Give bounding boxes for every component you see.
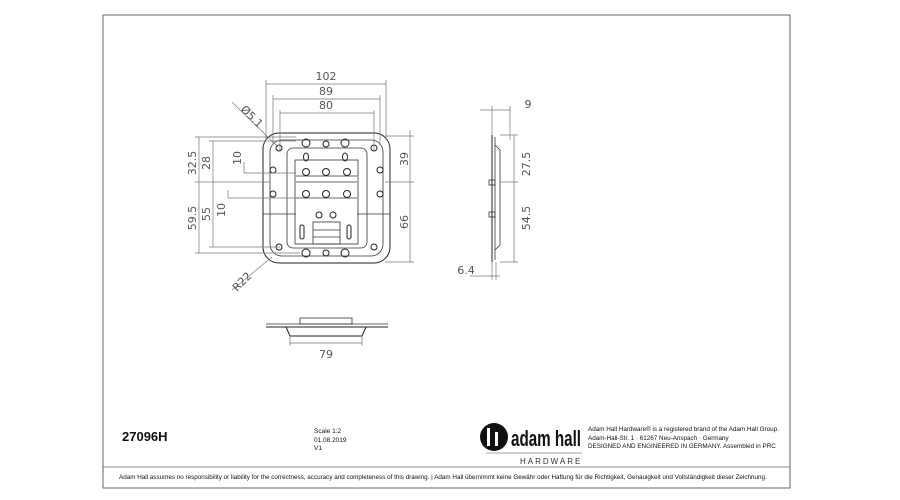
dim-28: 28 (200, 156, 213, 170)
dim-10-lower: 10 (215, 203, 228, 217)
version: V1 (314, 445, 322, 452)
front-view (262, 132, 391, 264)
brand-line-2: Adam-Hall-Str. 1 · 61267 Neu-Anspach · G… (588, 434, 729, 442)
drawing-meta: Scale 1:2 01.08.2019 V1 (314, 428, 347, 454)
dim-r22: R22 (230, 270, 254, 294)
dim-66: 66 (398, 215, 411, 229)
dim-hole-diameter: Ø5.1 (238, 103, 266, 131)
dim-80: 80 (319, 99, 333, 112)
side-dimension-lines (470, 106, 518, 280)
disclaimer: Adam Hall assumes no responsibility or l… (119, 474, 767, 481)
brand-line-3: DESIGNED AND ENGINEERED IN GERMANY. Asse… (588, 443, 776, 450)
dim-55: 55 (200, 207, 213, 221)
side-view (488, 135, 501, 262)
dim-79: 79 (319, 348, 333, 361)
dim-59-5: 59.5 (186, 206, 199, 231)
date: 01.08.2019 (314, 436, 347, 444)
front-dimension-lines (195, 80, 414, 291)
dim-9: 9 (525, 98, 532, 111)
svg-text:adam hall: adam hall (511, 426, 581, 451)
scale: Scale 1:2 (314, 428, 342, 435)
dim-32-5: 32.5 (186, 151, 199, 176)
dim-39: 39 (398, 152, 411, 166)
brand-line-1: Adam Hall Hardware® is a registered bran… (588, 426, 779, 433)
dim-102: 102 (316, 70, 337, 83)
dim-27-5: 27.5 (520, 152, 533, 177)
dim-6-4: 6.4 (457, 264, 475, 277)
logo-sub: HARDWARE (520, 457, 582, 466)
drawing-frame (102, 14, 791, 489)
adam-hall-logo: adam hall HARDWARE (480, 423, 582, 466)
dim-54-5: 54.5 (520, 206, 533, 231)
dim-89: 89 (319, 85, 333, 98)
dim-10-upper: 10 (231, 151, 244, 165)
article-number: 27096H (122, 429, 168, 444)
brand-info: Adam Hall Hardware® is a registered bran… (588, 426, 779, 452)
bottom-view (266, 317, 388, 346)
